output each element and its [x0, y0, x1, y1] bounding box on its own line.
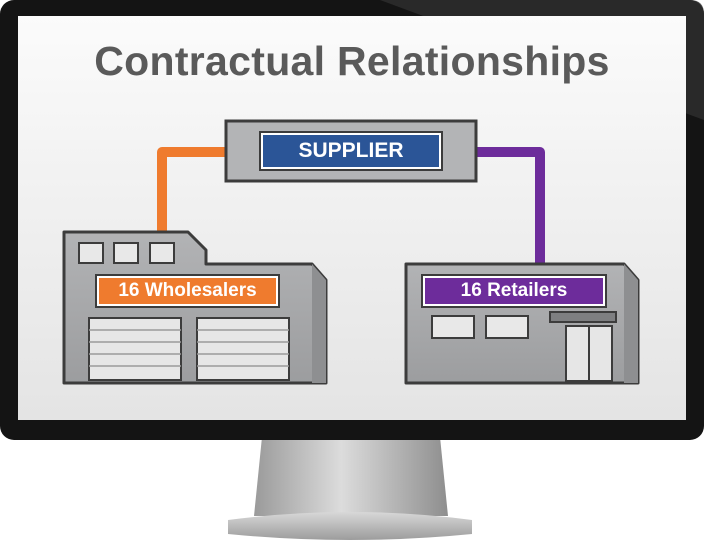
- retailers-label: 16 Retailers: [421, 274, 607, 308]
- connector-supplier-retailers: [474, 147, 545, 266]
- wholesalers-label: 16 Wholesalers: [95, 274, 280, 308]
- connector-supplier-wholesalers: [157, 147, 228, 232]
- warehouse-icon: [62, 230, 328, 385]
- monitor-stand: [254, 437, 448, 516]
- monitor-base: [228, 512, 472, 540]
- supplier-label: SUPPLIER: [259, 131, 443, 171]
- page-title: Contractual Relationships: [94, 38, 610, 84]
